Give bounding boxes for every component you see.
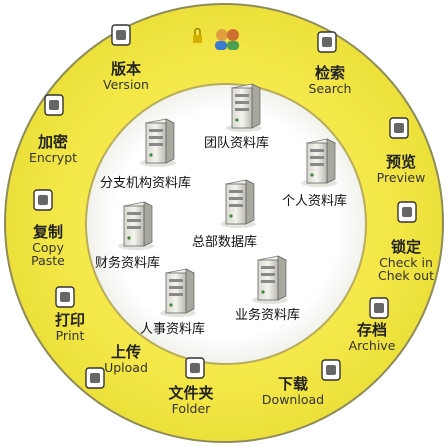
repository-label: 分支机构资料库 — [100, 176, 192, 191]
search-icon — [317, 31, 337, 53]
ring-label-en: Archive — [348, 337, 396, 353]
ring-label-en: Upload — [104, 359, 148, 375]
repository-label: 财务资料库 — [95, 256, 161, 271]
repository-label: 人事资料库 — [140, 322, 206, 337]
repository-label: 团队资料库 — [204, 136, 270, 151]
copy-icon — [33, 189, 53, 211]
server-icon — [301, 138, 337, 187]
ring-label-en: Encrypt — [28, 149, 78, 165]
server-icon — [220, 179, 256, 228]
ring-label-zh: 加密 — [37, 133, 69, 151]
repository-label: 个人资料库 — [282, 194, 348, 209]
ring-label-en: Download — [261, 391, 325, 407]
folder-icon — [185, 357, 205, 379]
ring-label-zh: 复制 — [32, 223, 63, 241]
checkin-icon — [397, 201, 417, 223]
ring-label-zh: 打印 — [54, 311, 86, 329]
ring-label-zh: 下载 — [277, 375, 309, 393]
server-icon — [160, 268, 196, 317]
ring-label-en: Copy — [32, 239, 64, 255]
server-icon — [140, 118, 176, 167]
server-icon — [252, 255, 288, 304]
server-icon — [226, 83, 262, 132]
monitor-icon — [389, 117, 409, 139]
ring-label-zh: 上传 — [110, 343, 141, 361]
repository-label: 总部数据库 — [192, 235, 258, 250]
ring-label-en: Print — [55, 327, 85, 343]
version-icon — [111, 24, 131, 46]
server-icon — [118, 201, 154, 250]
download-icon — [321, 359, 341, 381]
repository-label: 业务资料库 — [235, 308, 301, 323]
ring-label-zh: 版本 — [110, 60, 141, 78]
ring-label-zh: 存档 — [356, 321, 387, 339]
upload-icon — [85, 367, 105, 389]
ring-label-en: Preview — [376, 169, 426, 185]
lock-icon — [44, 94, 64, 116]
ring-label-en: Folder — [171, 400, 211, 416]
printer-icon — [55, 286, 75, 308]
padlock-small-icon — [193, 27, 202, 43]
ring-label-en: Chek out — [377, 267, 435, 283]
ring-label-en: Paste — [31, 252, 65, 268]
ring-label-en: Search — [308, 80, 352, 96]
ring-label-en: Check in — [379, 254, 433, 270]
ring-label-zh: 检索 — [314, 64, 346, 82]
users-icon — [215, 29, 239, 50]
archive-icon — [369, 297, 389, 319]
ring-label-zh: 文件夹 — [168, 384, 214, 402]
ring-label-zh: 锁定 — [390, 238, 421, 256]
ring-label-en: Version — [103, 76, 149, 92]
ring-label-zh: 预览 — [385, 153, 417, 171]
